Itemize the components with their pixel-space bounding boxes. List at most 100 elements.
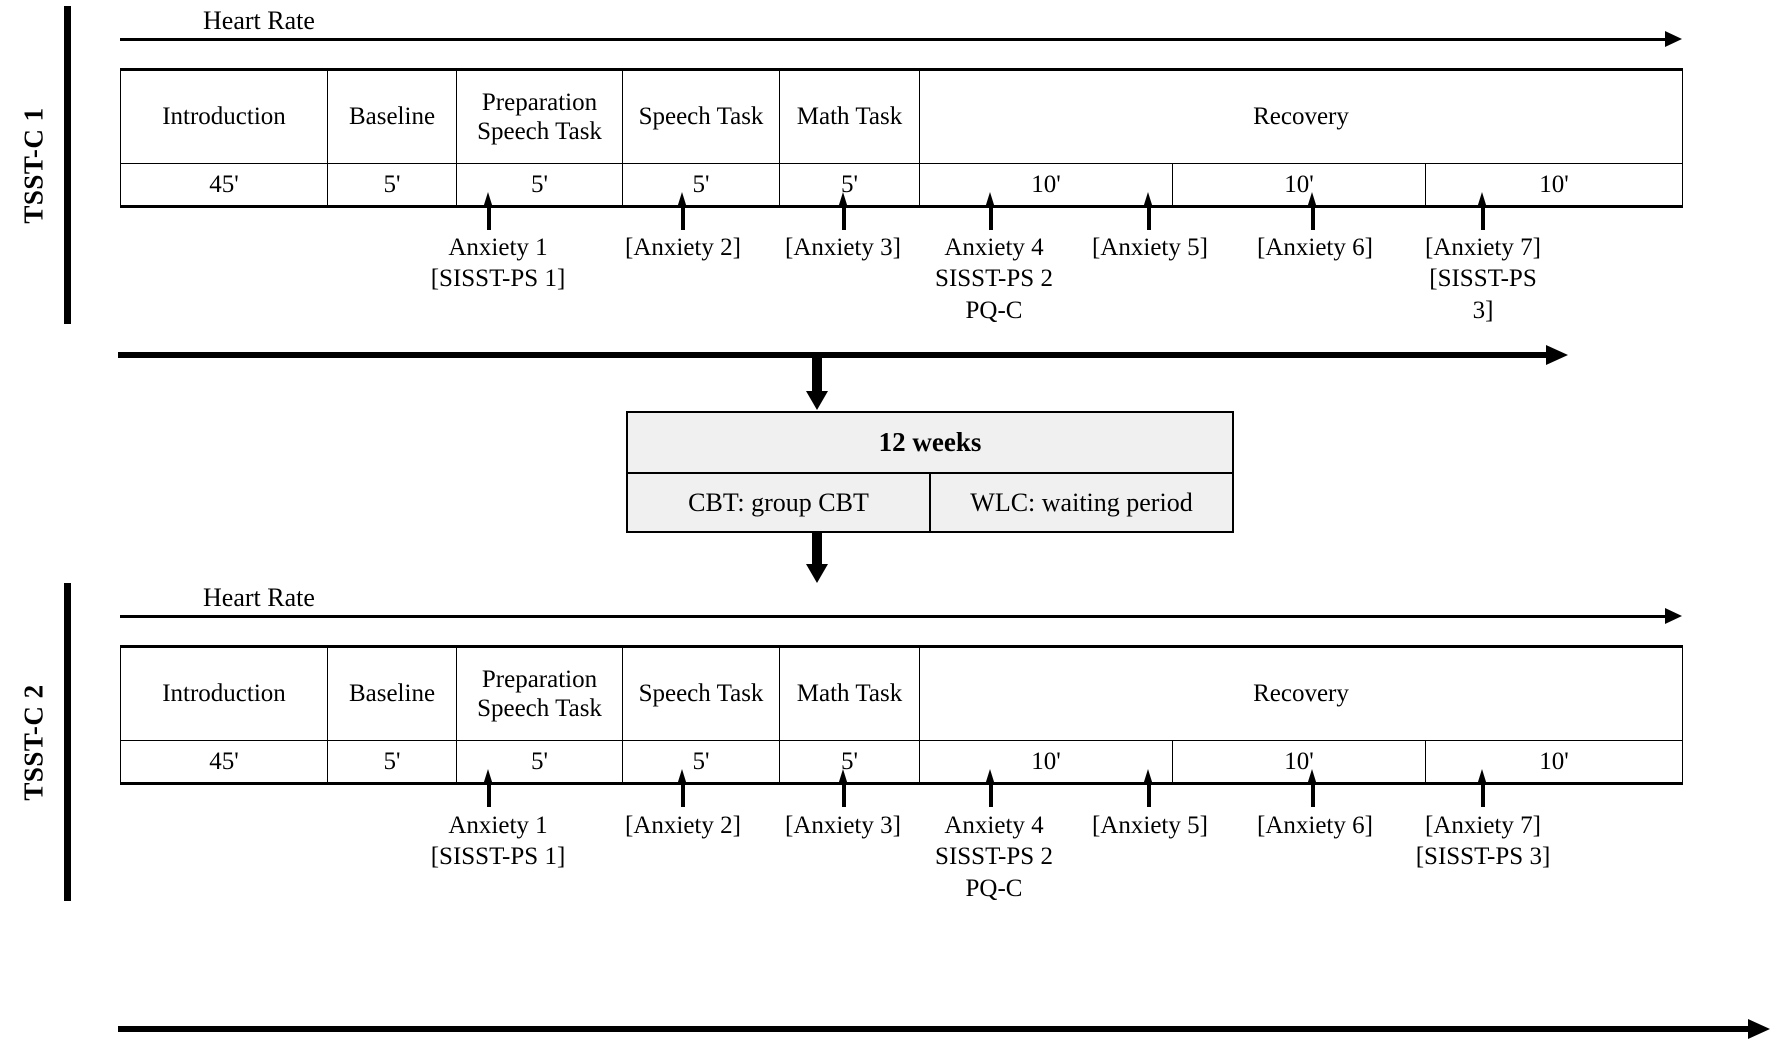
arrow-shaft <box>680 206 685 230</box>
arrow-head-icon <box>1307 192 1317 208</box>
panel-2-measure-arrow-7 <box>1477 769 1488 807</box>
arrow-head-icon <box>985 769 995 785</box>
arrow-shaft <box>680 783 685 807</box>
panel-1-measure-label-5: [Anxiety 5] <box>1092 234 1208 261</box>
panel-2-heart-rate-label: Heart Rate <box>200 585 318 611</box>
panel-1-measure-label-6: [Anxiety 6] <box>1257 234 1373 261</box>
arrow-head-icon <box>1748 1019 1770 1039</box>
arrow-head-icon <box>483 769 493 785</box>
panel-2-measure-arrow-3 <box>838 769 849 807</box>
timeline-arrow-top <box>118 345 1568 372</box>
phase-cell-preparation-speech-task: Preparation Speech Task <box>456 645 623 741</box>
arrow-head-icon <box>838 769 848 785</box>
phase-cell-preparation-speech-task: Preparation Speech Task <box>456 68 623 164</box>
duration-cell-preparation: 5' <box>456 163 623 208</box>
phase-cell-speech-task: Speech Task <box>622 645 780 741</box>
arrow-head-icon <box>1307 769 1317 785</box>
duration-cell-recovery-3: 10' <box>1425 740 1683 785</box>
heart-rate-line <box>120 38 1665 41</box>
timeline-arrow-bottom <box>118 1019 1773 1046</box>
panel-2-measure-label-2: [Anxiety 2] <box>625 812 741 839</box>
phase-cell-introduction: Introduction <box>120 645 328 741</box>
arrow-shaft <box>1480 783 1485 807</box>
panel-1-measure-arrow-1 <box>483 192 494 230</box>
phase-cell-speech-task: Speech Task <box>622 68 780 164</box>
arrow-shaft <box>486 206 491 230</box>
duration-cell-recovery-3: 10' <box>1425 163 1683 208</box>
duration-cell-recovery-1: 10' <box>919 740 1173 785</box>
arrow-shaft <box>1146 783 1151 807</box>
panel-2-measure-arrow-5 <box>1143 769 1154 807</box>
panel-2-measure-arrow-6 <box>1307 769 1318 807</box>
duration-cell-baseline: 5' <box>327 740 457 785</box>
panel-1-measure-arrow-6 <box>1307 192 1318 230</box>
arrow-shaft <box>486 783 491 807</box>
arrow-head-icon <box>1665 31 1682 47</box>
arrow-shaft <box>1310 206 1315 230</box>
interval-arms: CBT: group CBT WLC: waiting period <box>628 474 1232 531</box>
panel-1-heart-rate-label: Heart Rate <box>200 8 318 34</box>
phase-cell-recovery: Recovery <box>919 68 1683 164</box>
duration-cell-introduction: 45' <box>120 163 328 208</box>
panel-2-measure-label-1: Anxiety 1 [SISST-PS 1] <box>430 812 566 871</box>
panel-2-measure-arrow-4 <box>985 769 996 807</box>
panel-1-side-rule <box>64 6 71 324</box>
arrow-head-icon <box>677 192 687 208</box>
arrow-shaft <box>1480 206 1485 230</box>
arrow-shaft <box>988 206 993 230</box>
arrow-shaft <box>812 358 822 392</box>
flow-arrow-down-to-interval <box>806 358 828 410</box>
panel-2-measure-arrow-2 <box>677 769 688 807</box>
arrow-shaft <box>988 783 993 807</box>
panel-2-measure-label-5: [Anxiety 5] <box>1092 812 1208 839</box>
panel-1-measure-label-1: Anxiety 1 [SISST-PS 1] <box>430 234 566 293</box>
duration-cell-recovery-1: 10' <box>919 163 1173 208</box>
duration-cell-recovery-2: 10' <box>1172 740 1426 785</box>
flow-arrow-down-from-interval <box>806 531 828 583</box>
heart-rate-line <box>120 615 1665 618</box>
interval-box: 12 weeks CBT: group CBT WLC: waiting per… <box>626 411 1234 533</box>
arrow-shaft <box>1310 783 1315 807</box>
panel-2-side-rule <box>64 583 71 901</box>
panel-1-side-label: TSST-C 1 <box>18 107 49 224</box>
table-row-phases: Introduction Baseline Preparation Speech… <box>120 68 1683 164</box>
duration-cell-introduction: 45' <box>120 740 328 785</box>
panel-1-measure-arrow-2 <box>677 192 688 230</box>
panel-1-measure-arrow-3 <box>838 192 849 230</box>
phase-cell-introduction: Introduction <box>120 68 328 164</box>
duration-cell-speech-task: 5' <box>622 163 780 208</box>
arrow-head-icon <box>483 192 493 208</box>
phase-cell-baseline: Baseline <box>327 68 457 164</box>
arrow-head-icon <box>806 564 828 583</box>
phase-cell-math-task: Math Task <box>779 645 920 741</box>
table-row-phases: Introduction Baseline Preparation Speech… <box>120 645 1683 741</box>
phase-cell-recovery: Recovery <box>919 645 1683 741</box>
panel-2-side-label: TSST-C 2 <box>18 684 49 801</box>
arrow-head-icon <box>985 192 995 208</box>
panel-1-measure-label-2: [Anxiety 2] <box>625 234 741 261</box>
panel-2-measure-label-7: [Anxiety 7] [SISST-PS 3] <box>1415 812 1551 871</box>
duration-cell-math-task: 5' <box>779 740 920 785</box>
arrow-shaft <box>1146 206 1151 230</box>
panel-1-measure-label-4: Anxiety 4 SISST-PS 2 PQ-C <box>935 234 1053 324</box>
panel-2-protocol-table: Introduction Baseline Preparation Speech… <box>120 645 1683 785</box>
phase-cell-baseline: Baseline <box>327 645 457 741</box>
interval-arm-wlc: WLC: waiting period <box>929 474 1232 531</box>
panel-1-measure-arrow-5 <box>1143 192 1154 230</box>
arrow-head-icon <box>838 192 848 208</box>
duration-cell-speech-task: 5' <box>622 740 780 785</box>
panel-2-measure-label-3: [Anxiety 3] <box>785 812 901 839</box>
panel-2-measure-label-4: Anxiety 4 SISST-PS 2 PQ-C <box>935 812 1053 902</box>
arrow-head-icon <box>1143 769 1153 785</box>
arrow-shaft <box>812 531 822 565</box>
table-row-durations: 45' 5' 5' 5' 5' 10' 10' 10' <box>120 163 1683 208</box>
duration-cell-preparation: 5' <box>456 740 623 785</box>
panel-1-measure-arrow-7 <box>1477 192 1488 230</box>
arrow-shaft <box>841 783 846 807</box>
arrow-head-icon <box>677 769 687 785</box>
duration-cell-baseline: 5' <box>327 163 457 208</box>
panel-1-heart-rate-arrow: Heart Rate <box>120 8 1682 52</box>
interval-title: 12 weeks <box>628 413 1232 474</box>
panel-1-measure-label-7: [Anxiety 7] [SISST-PS 3] <box>1425 234 1541 324</box>
